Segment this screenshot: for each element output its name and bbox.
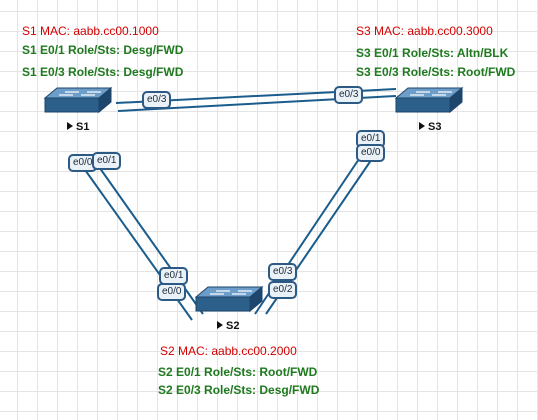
port-s3-e03[interactable]: e0/3 bbox=[334, 86, 364, 104]
switch-s3-name: S3 bbox=[428, 121, 442, 133]
s2-e03-role-label: S2 E0/3 Role/Sts: Desg/FWD bbox=[158, 383, 320, 397]
s3-e03-role-label: S3 E0/3 Role/Sts: Root/FWD bbox=[356, 65, 516, 79]
switch-s2-label: S2 bbox=[217, 320, 239, 332]
switch-s3-label: S3 bbox=[419, 121, 441, 133]
link-s1-s2-b bbox=[91, 156, 204, 315]
switch-s1-label: S1 bbox=[67, 121, 89, 133]
s1-mac-label: S1 MAC: aabb.cc00.1000 bbox=[22, 24, 159, 38]
switch-s1-icon[interactable] bbox=[43, 86, 113, 114]
port-s3-e00[interactable]: e0/0 bbox=[356, 144, 386, 162]
port-s2-e03[interactable]: e0/3 bbox=[268, 263, 298, 281]
port-s1-e03[interactable]: e0/3 bbox=[142, 91, 172, 109]
s2-mac-label: S2 MAC: aabb.cc00.2000 bbox=[160, 344, 297, 358]
s2-e01-role-label: S2 E0/1 Role/Sts: Root/FWD bbox=[158, 365, 318, 379]
s3-e01-role-label: S3 E0/1 Role/Sts: Altn/BLK bbox=[356, 46, 509, 60]
triangle-right-icon bbox=[419, 122, 425, 130]
port-s1-e01[interactable]: e0/1 bbox=[92, 152, 122, 170]
port-s2-e00[interactable]: e0/0 bbox=[157, 283, 187, 301]
links bbox=[77, 88, 397, 321]
switch-s2-icon[interactable] bbox=[194, 285, 264, 313]
s3-mac-label: S3 MAC: aabb.cc00.3000 bbox=[356, 24, 493, 38]
port-s2-e02[interactable]: e0/2 bbox=[268, 281, 298, 299]
triangle-right-icon bbox=[217, 321, 223, 329]
triangle-right-icon bbox=[67, 122, 73, 130]
s1-e03-role-label: S1 E0/3 Role/Sts: Desg/FWD bbox=[22, 65, 184, 79]
s1-e01-role-label: S1 E0/1 Role/Sts: Desg/FWD bbox=[22, 43, 184, 57]
switch-s2-name: S2 bbox=[226, 320, 240, 332]
switch-s1-name: S1 bbox=[76, 121, 90, 133]
switch-s3-icon[interactable] bbox=[394, 86, 464, 114]
